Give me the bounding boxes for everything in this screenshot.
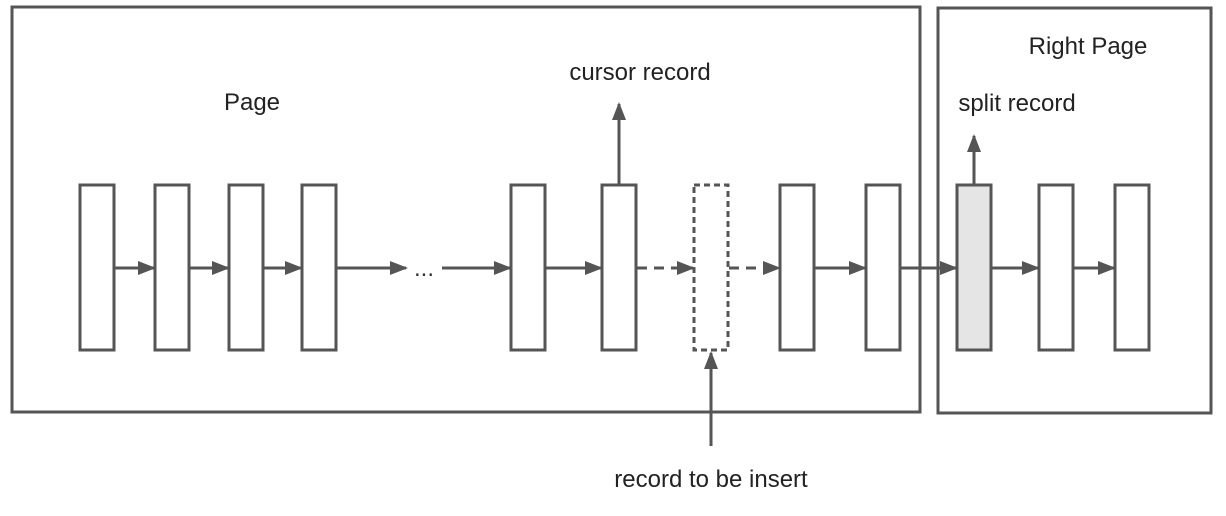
split-record-label: split record — [958, 90, 1075, 117]
insert-record-label: record to be insert — [614, 466, 808, 493]
record — [1037, 183, 1075, 352]
right-page-frame — [936, 6, 1213, 415]
record — [778, 183, 816, 352]
record — [300, 183, 338, 352]
cursor-record-label: cursor record — [569, 59, 710, 86]
record — [227, 183, 265, 352]
right-page-label: Right Page — [1029, 33, 1148, 60]
record-to-be-inserted — [692, 183, 730, 352]
record — [509, 183, 547, 352]
split-record — [955, 183, 993, 352]
record — [153, 183, 191, 352]
page-label: Page — [224, 89, 280, 116]
record — [78, 183, 116, 352]
ellipsis: ... — [414, 255, 434, 282]
page-frame — [10, 5, 922, 414]
record — [1113, 183, 1151, 352]
cursor-record — [600, 183, 638, 352]
record — [864, 183, 902, 352]
